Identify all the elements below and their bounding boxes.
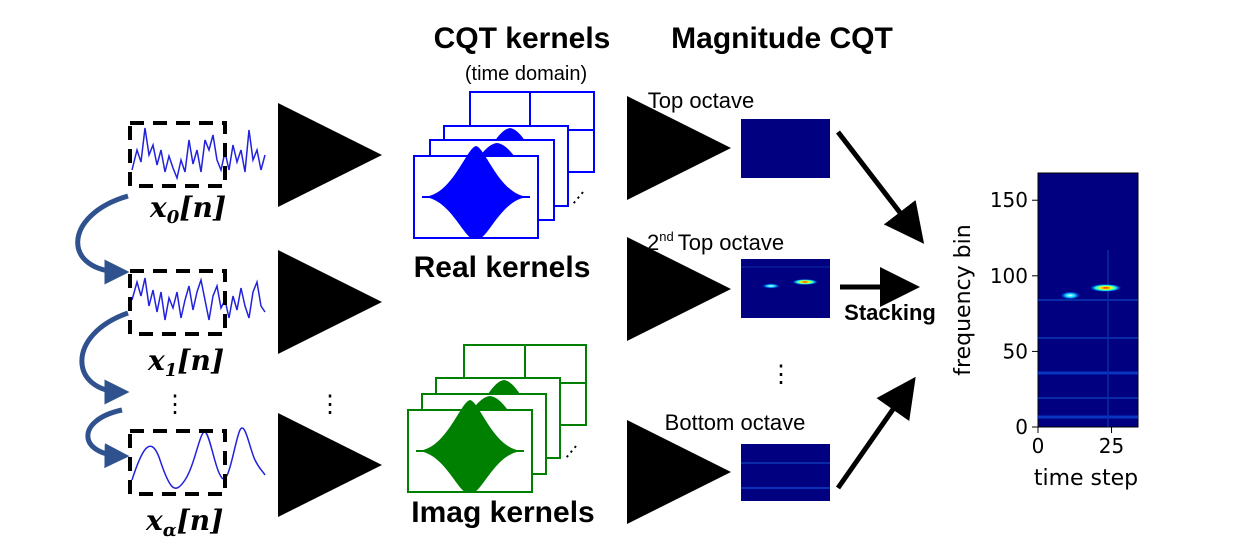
spectrogram-ylabel: frequency bin — [951, 224, 976, 375]
magnitude-header: Magnitude CQT — [671, 22, 893, 55]
imag-kernel-waveform — [416, 400, 524, 493]
spectrogram-xtick-label: 25 — [1099, 434, 1124, 458]
signals-ellipsis: ⋮ — [163, 391, 187, 418]
signal-0: x0[n] — [128, 121, 266, 228]
spectrogram-ticks: 0 50 100 150 0 25 — [990, 188, 1124, 458]
octaves-ellipsis: ⋮ — [769, 361, 793, 388]
spectrogram-ytick-label: 100 — [990, 264, 1028, 288]
signal-1-waveform — [131, 277, 266, 321]
imag-kernel-stack: ⋮ — [407, 344, 587, 493]
second-octave-cqt-hotspot — [792, 279, 818, 285]
spectrogram-hotspot — [1060, 291, 1081, 300]
imag-kernel-ellipsis: ⋮ — [558, 438, 585, 465]
bottom-octave-cqt — [741, 444, 830, 501]
bottom-octave-cqt-bg — [741, 444, 830, 501]
arrow-bottom-to-stack — [835, 376, 916, 490]
signal-alpha-label: xα[n] — [145, 504, 223, 541]
signal-0-window — [128, 121, 227, 188]
top-octave-label: Top octave — [648, 88, 754, 113]
spectrogram-hotspot — [1089, 283, 1122, 292]
arrow-top-to-stack — [836, 130, 925, 244]
spectrogram-xtick-label: 0 — [1032, 434, 1045, 458]
kernels-subheader: (time domain) — [465, 63, 587, 85]
hop-arrow-3 — [85, 407, 130, 469]
imag-kernels-label: Imag kernels — [411, 496, 594, 529]
signal-alpha-waveform — [131, 427, 266, 489]
signal-0-label: x0[n] — [149, 191, 226, 228]
hop-arrow-1 — [75, 193, 130, 285]
signal-alpha: xα[n] — [128, 427, 266, 541]
spectrogram-hotspots — [1060, 283, 1122, 300]
kernels-ellipsis: ⋮ — [318, 391, 342, 418]
signal-1-window — [128, 269, 227, 336]
top-octave-cqt — [741, 119, 830, 178]
second-octave-cqt-hotspot — [762, 283, 780, 289]
spectrogram-bands — [1038, 250, 1138, 427]
signal-0-waveform — [131, 127, 266, 181]
second-octave-cqt — [741, 259, 830, 318]
spectrogram-ytick-label: 0 — [1015, 415, 1028, 439]
spectrogram-xlabel: time step — [1034, 466, 1138, 491]
signal-1: x1[n] — [128, 269, 266, 381]
spectrogram-ytick-label: 50 — [1003, 339, 1028, 363]
real-kernel-ellipsis: ⋮ — [565, 184, 592, 211]
hop-arrow-2 — [79, 310, 130, 405]
stacked-cqt-spectrogram: 0 50 100 150 0 25 time step frequency bin — [951, 172, 1139, 491]
signal-1-label: x1[n] — [147, 344, 224, 381]
real-kernel-stack: ⋮ — [413, 91, 595, 239]
spectrogram-ytick-label: 150 — [990, 188, 1028, 212]
bottom-octave-label: Bottom octave — [665, 410, 806, 435]
real-kernels-label: Real kernels — [414, 251, 591, 284]
real-kernel-waveform — [422, 146, 530, 239]
stacking-label: Stacking — [844, 300, 936, 325]
signal-alpha-window — [128, 429, 227, 496]
kernels-header: CQT kernels — [434, 22, 611, 55]
second-octave-cqt-bg — [741, 259, 830, 318]
